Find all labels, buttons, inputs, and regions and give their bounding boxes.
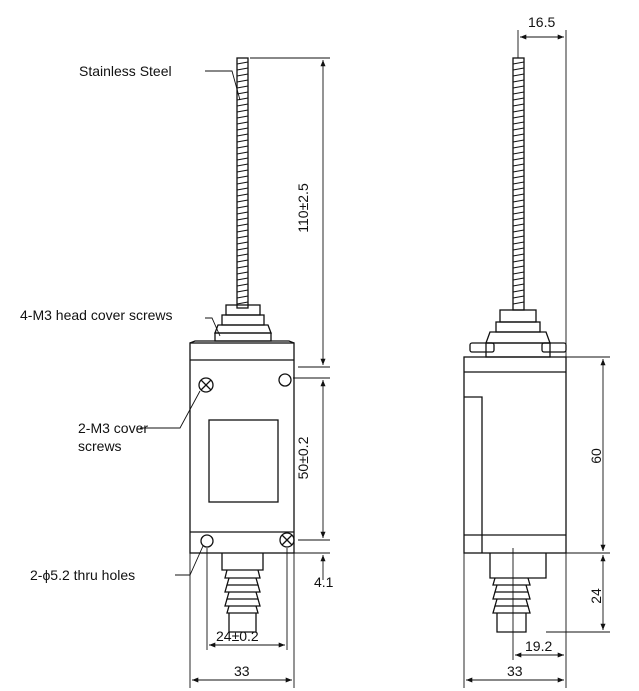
cover-screws-label-line1: 2-M3 cover bbox=[78, 420, 149, 436]
hole-pitch-vertical-dimension: 50±0.2 bbox=[295, 436, 311, 480]
side-rod bbox=[512, 57, 525, 311]
side-view bbox=[463, 57, 567, 633]
cover-screw-bottom-right bbox=[279, 532, 295, 548]
front-width-dimension: 33 bbox=[234, 663, 250, 679]
rod-length-dimension: 110±2.5 bbox=[295, 183, 311, 233]
hole-pitch-horizontal-dimension: 24±0.2 bbox=[216, 628, 259, 644]
plunger-offset-dimension: 19.2 bbox=[525, 638, 553, 654]
body-height-dimension: 60 bbox=[588, 448, 604, 464]
head-cover-screws-label: 4-M3 head cover screws bbox=[20, 307, 173, 323]
hole-offset-dimension: 4.1 bbox=[314, 574, 334, 590]
side-width-dimension: 33 bbox=[507, 663, 523, 679]
front-plunger bbox=[221, 553, 264, 633]
front-head bbox=[189, 304, 295, 344]
side-plunger bbox=[489, 553, 547, 633]
cover-screw-top-left bbox=[198, 377, 214, 393]
dimension-lines bbox=[140, 30, 610, 688]
front-view bbox=[189, 57, 295, 633]
front-rod bbox=[236, 57, 249, 309]
front-window bbox=[208, 419, 279, 503]
side-head bbox=[469, 309, 567, 358]
side-body bbox=[463, 356, 567, 554]
front-body bbox=[189, 342, 295, 554]
thru-hole-top-right bbox=[278, 373, 292, 387]
stainless-steel-label: Stainless Steel bbox=[79, 63, 172, 79]
rod-offset-dimension: 16.5 bbox=[528, 14, 556, 30]
cover-screws-label-line2: screws bbox=[78, 438, 122, 454]
thru-hole-bottom-left bbox=[200, 534, 214, 548]
plunger-height-dimension: 24 bbox=[588, 588, 604, 604]
thru-holes-label: 2-ϕ5.2 thru holes bbox=[30, 567, 136, 583]
